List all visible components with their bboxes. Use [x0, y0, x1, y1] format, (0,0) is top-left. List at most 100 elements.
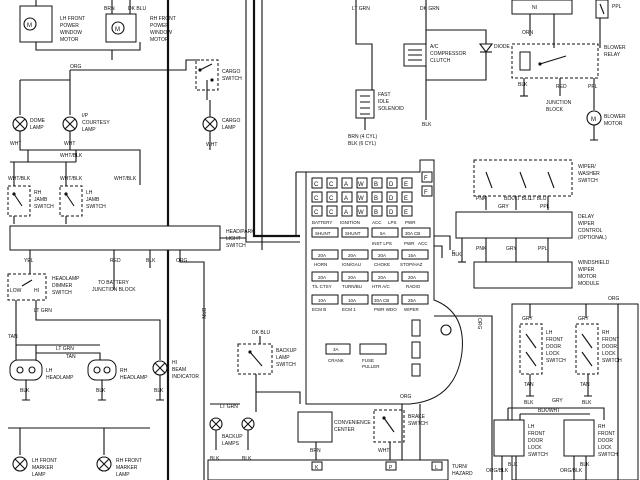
delay-wiper-label-1: DELAY — [578, 214, 595, 220]
rh-headlamp: RH HEADLAMP — [87, 359, 148, 381]
windshield-wiper-motor-module: WINDSHIELD WIPER MOTOR MODULE — [473, 260, 610, 289]
org-label-fuse-right: ORG — [476, 318, 482, 330]
letter-1-2: C — [329, 182, 334, 188]
rh-lock-label-2: FRONT — [602, 337, 619, 343]
rh-front-door-lock-motor-switch: RH FRONT DOOR LOCK SWITCH — [563, 419, 618, 458]
blk-label-backup-1: BLK — [210, 456, 220, 462]
fuse-a-3: 20A — [378, 253, 386, 258]
red-label-relay: RED — [556, 84, 567, 90]
rh-window-motor-label-3: WINDOW — [150, 30, 172, 36]
letter-1-5: B — [374, 182, 378, 188]
low-label: LOW — [10, 288, 22, 294]
backup-lamps-label-2: LAMPS — [222, 441, 240, 447]
letter-1-7: E — [404, 182, 408, 188]
diode: DIODE — [478, 43, 511, 53]
rh-lock-motor-label-1: RH — [598, 424, 606, 430]
lh-jamb-label-1: LH — [86, 190, 93, 196]
lt-grn-label-top: LT GRN — [352, 6, 370, 12]
lh-window-motor-label-2: POWER — [60, 23, 79, 29]
e-label: E — [452, 250, 456, 256]
blk-label-relay: BLK — [518, 82, 528, 88]
org-label-cargo: ORG — [70, 64, 82, 70]
caption-turn-bu: TURN/BU — [342, 284, 362, 289]
wht-blk-label-left: WHT/BLK — [8, 176, 31, 182]
lh-window-motor-label-4: MOTOR — [60, 37, 79, 43]
rh-marker-label-3: LAMP — [116, 472, 130, 478]
blk-label-lock-2: BLK — [582, 400, 592, 406]
rh-headlamp-label-2: HEADLAMP — [120, 375, 148, 381]
rh-lock-motor-label-3: DOOR — [598, 438, 613, 444]
convenience-label-1: CONVENIENCE — [334, 420, 371, 426]
fuse-row1-lps: LPS — [388, 220, 397, 225]
lh-front-door-lock-motor-switch: LH FRONT DOOR LOCK SWITCH — [493, 419, 548, 458]
lh-marker-label-3: LAMP — [32, 472, 46, 478]
courtesy-lamp-label-1: I/P — [82, 113, 89, 119]
fuse-letter-row-1: C C A W B D E F — [311, 171, 433, 189]
lh-lock-label-5: SWITCH — [546, 358, 566, 364]
rh-lock-label-3: DOOR — [602, 344, 617, 350]
blk-label-lock-1: BLK — [524, 400, 534, 406]
head-park-light-switch: HEAD/PARK LIGHT SWITCH — [9, 225, 255, 251]
blk-label-rh-head: BLK — [96, 388, 106, 394]
backup-lamps: BACKUP LAMPS — [209, 417, 255, 447]
delay-wiper-label-2: WIPER — [578, 221, 595, 227]
letter-f-2: F — [424, 190, 428, 196]
turn-hazard-label-1: TURN/ — [452, 464, 468, 470]
brn-label-top: BRN — [104, 6, 115, 12]
ac-clutch-label-1: A/C — [430, 44, 439, 50]
delay-wiper-label-3: CONTROL — [578, 228, 603, 234]
blk-label-hp: BLK — [146, 258, 156, 264]
caption-ecm-b: ECM B — [312, 307, 326, 312]
lh-lock-motor-label-1: LH — [528, 424, 535, 430]
lh-headlamp-label-1: LH — [46, 368, 53, 374]
caption-pwr-wdo: PWR WDO — [374, 307, 397, 312]
wht-label-brake: WHT — [378, 448, 389, 454]
fuse-row1-acc: ACC — [372, 220, 382, 225]
blower-relay-label-2: RELAY — [604, 52, 621, 58]
wiper-module-label-4: MODULE — [578, 281, 600, 287]
rh-window-motor-label-2: POWER — [150, 23, 169, 29]
head-park-label-2: LIGHT — [226, 236, 241, 242]
caption-htr-ac: HTR A/C — [372, 284, 391, 289]
turn-hazard-label-2: HAZARD — [452, 471, 473, 477]
dk-grn-label-top: DK GRN — [420, 6, 440, 12]
org-label-lock: ORG — [608, 296, 620, 302]
backup-lamps-label-1: BACKUP — [222, 434, 243, 440]
caption-choke: CHOKE — [374, 262, 390, 267]
letter-3-3: A — [344, 210, 348, 216]
letter-3-1: C — [314, 210, 319, 216]
fuse-a-2: 20A — [348, 253, 356, 258]
head-park-label-1: HEAD/PARK — [226, 229, 255, 235]
cargo-lamp: CARGO LAMP WHT — [202, 100, 240, 150]
brn-label-vertical: BRN — [200, 308, 206, 319]
to-battery-label-2: JUNCTION BLOCK — [92, 287, 136, 293]
fast-idle-label-1: FAST — [378, 92, 391, 98]
fuse-shunt-2: SHUNT — [345, 231, 361, 236]
junction-block-label-1: JUNCTION — [546, 100, 572, 106]
junction-block-label-2: BLOCK — [546, 107, 564, 113]
letter-2-5: B — [374, 196, 378, 202]
rh-jamb-label-3: SWITCH — [34, 204, 54, 210]
caption-wiper: WIPER — [404, 307, 420, 312]
fuse-b-2: 20A — [348, 275, 356, 280]
lh-lock-motor-label-2: FRONT — [528, 431, 545, 437]
dimmer-label-3: SWITCH — [52, 290, 72, 296]
rh-lock-motor-label-5: SWITCH — [598, 452, 618, 458]
fuse-b-4: 20A — [408, 275, 416, 280]
brake-switch-label-1: BRAKE — [408, 414, 426, 420]
fuse-puller-label-1: FUSE — [362, 358, 374, 363]
wht-label-courtesy: WHT — [64, 141, 75, 147]
dimmer-label-2: DIMMER — [52, 283, 73, 289]
fuse-block: C C A W B D E F C C A W B D E F C C A W … — [305, 159, 463, 405]
cargo-lamp-label-2: LAMP — [222, 125, 236, 131]
caption-radio: RADIO — [406, 284, 421, 289]
lh-lock-label-2: FRONT — [546, 337, 563, 343]
wht-blk-label-right: WHT/BLK — [114, 176, 137, 182]
convenience-label-2: CENTER — [334, 427, 355, 433]
wiper-switch-label-3: SWITCH — [578, 178, 598, 184]
rh-headlamp-label-1: RH — [120, 368, 128, 374]
l-label: L — [435, 465, 438, 471]
gry-label-lock-3: GRY — [552, 398, 563, 404]
caption-horn: HORN — [314, 262, 327, 267]
